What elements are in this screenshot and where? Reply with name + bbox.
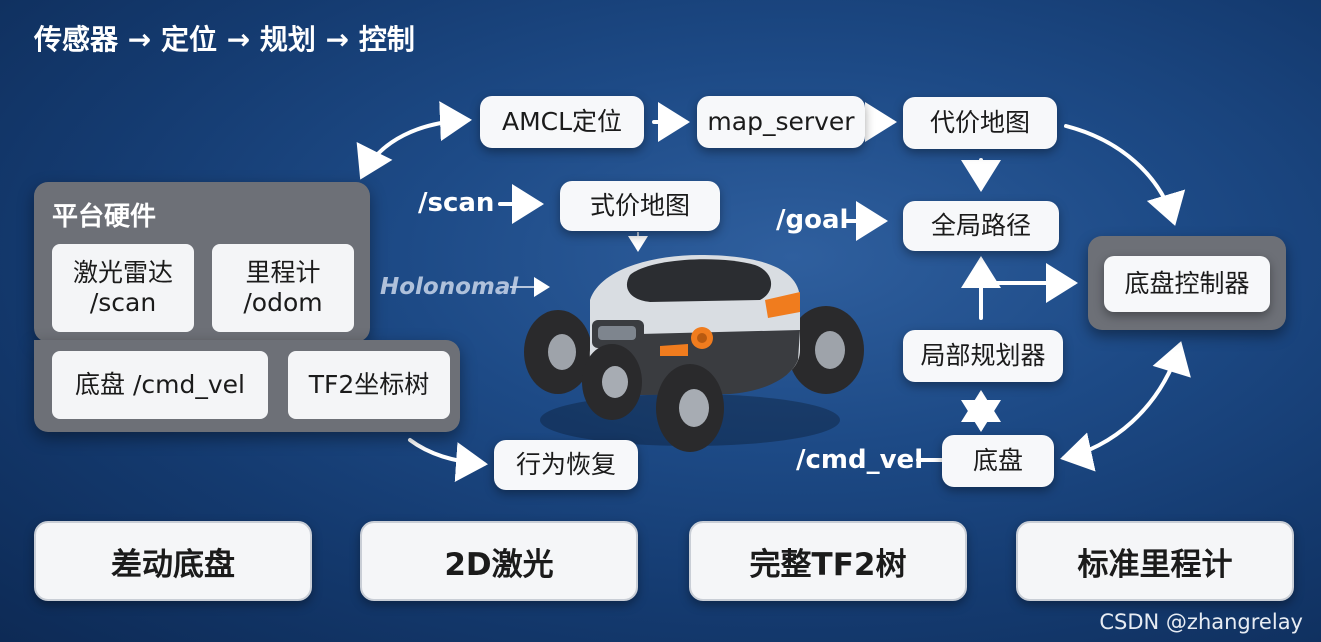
node-local-planner[interactable]: 局部规划器 [903,330,1063,382]
lidar-label: 激光雷达 [72,258,173,287]
feature-2d-lidar[interactable]: 2D激光 [360,521,638,601]
chassis-cmd-label: 底盘 /cmd_vel [75,370,245,399]
holonomic-label: Holonomal [380,274,519,300]
hardware-title: 平台硬件 [52,202,157,232]
arrow-controller-chassis [1060,341,1191,472]
node-costmap-mid[interactable]: 式价地图 [560,181,720,231]
node-chassis[interactable]: 底盘 [942,435,1054,487]
arrow-hw-amcl [356,101,472,180]
robot-illustration [524,255,864,452]
tf2-tree-label: TF2坐标树 [308,370,430,399]
arrow-hw-recovery [408,438,488,483]
lidar-topic: /scan [89,288,157,317]
tf2-tree-box[interactable]: TF2坐标树 [288,351,450,419]
odom-label: 里程计 [245,258,321,287]
chassis-cmd-box[interactable]: 底盘 /cmd_vel [52,351,268,419]
lidar-box[interactable]: 激光雷达 /scan [52,244,194,332]
cmd-vel-label: /cmd_vel [796,445,924,475]
feature-diff-drive[interactable]: 差动底盘 [34,521,312,601]
node-recovery[interactable]: 行为恢复 [494,440,638,490]
odom-topic: /odom [243,288,323,317]
node-chassis-controller[interactable]: 底盘控制器 [1104,256,1270,312]
goal-label: /goal [776,205,849,235]
feature-tf2-tree[interactable]: 完整TF2树 [689,521,967,601]
odom-box[interactable]: 里程计 /odom [212,244,354,332]
arrow-costmap-controller [1064,124,1186,226]
watermark: CSDN @zhangrelay [1099,610,1303,634]
node-costmap[interactable]: 代价地图 [903,97,1057,149]
feature-odometry[interactable]: 标准里程计 [1016,521,1294,601]
node-map-server[interactable]: map_server [697,96,865,148]
node-amcl[interactable]: AMCL定位 [480,96,644,148]
page-title: 传感器 → 定位 → 规划 → 控制 [34,23,415,56]
node-global-path[interactable]: 全局路径 [903,201,1059,251]
scan-label: /scan [418,188,495,218]
